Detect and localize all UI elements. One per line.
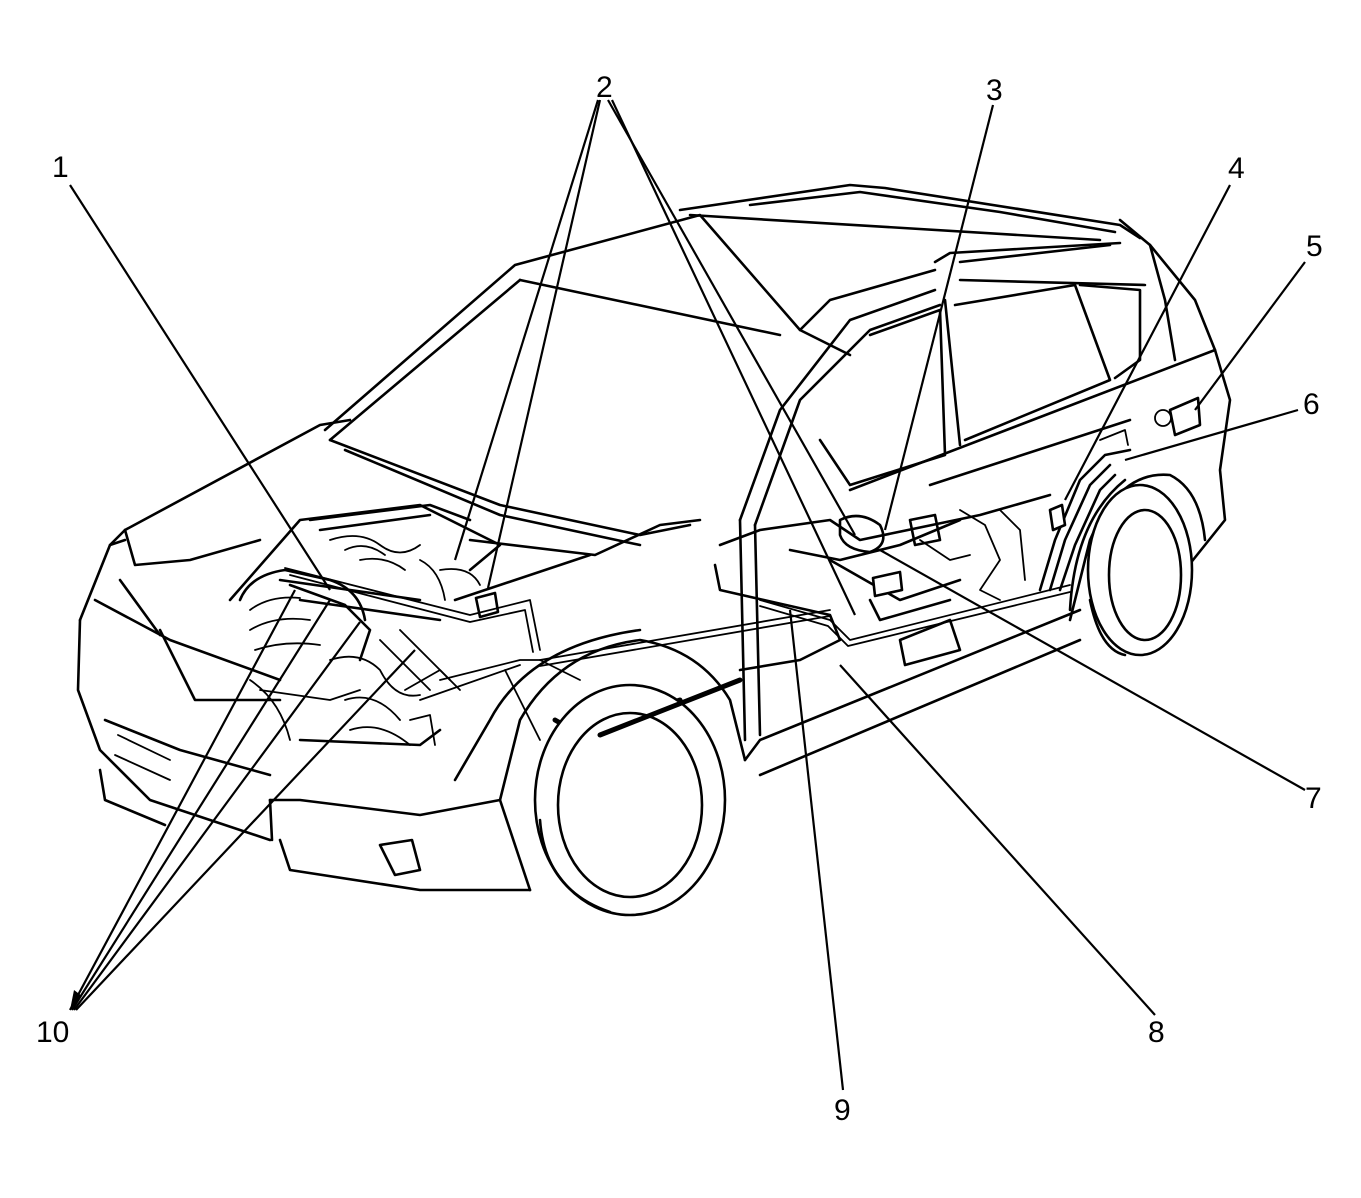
leader-10d [75,649,416,1011]
leader-2d [611,99,856,616]
callout-10: 10 [36,1016,69,1049]
leader-2a [453,99,600,561]
leader-2c [607,99,856,536]
leader-6 [1124,408,1299,462]
callout-5: 5 [1306,230,1323,263]
arrowhead-10 [70,990,82,1010]
callout-8: 8 [1148,1016,1165,1049]
callout-1: 1 [52,151,69,184]
leader-9 [788,609,845,1091]
callout-2: 2 [596,71,613,104]
leader-10c [73,621,361,1011]
leader-3 [883,104,995,531]
callout-3: 3 [986,74,1003,107]
leader-10a [69,589,296,1011]
vehicle-illustration [76,183,1232,917]
leader-1 [69,184,331,591]
callout-numbers: 1 2 3 4 5 6 7 8 9 10 [36,71,1323,1127]
leader-7 [879,549,1306,791]
callout-4: 4 [1228,152,1245,185]
leader-lines [69,99,1306,1091]
callout-9: 9 [834,1094,851,1127]
leader-2b [486,99,602,589]
callout-6: 6 [1303,388,1320,421]
callout-7: 7 [1305,782,1322,815]
leader-8 [839,664,1156,1016]
leader-5 [1194,261,1306,411]
leader-4 [1064,184,1231,501]
leader-10b [71,599,331,1011]
